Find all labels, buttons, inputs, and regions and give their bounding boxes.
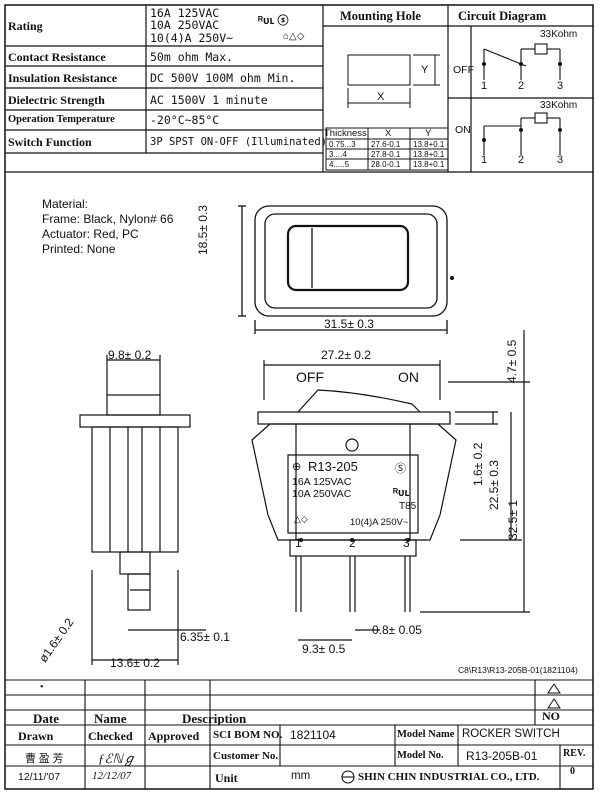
body-t85: T85 [399,501,417,512]
unit-value: mm [291,770,311,782]
thickness-row-1-y: 13.8+0.1 [413,140,445,149]
certification-marks-icon: ⌂△◇ [283,31,305,42]
drawn-name: 曹 盈 芳 [25,753,64,765]
contact-resistance-value: 50m ohm Max. [150,50,234,64]
thickness-x-header: X [385,128,392,139]
thickness-row-1-range: 0.75...3 [329,140,356,149]
mounting-hole-title: Mounting Hole [340,9,421,23]
thickness-row-2-range: 3....4 [329,150,347,159]
insulation-resistance-label: Insulation Resistance [8,71,118,85]
sci-bom-label: SCI BOM NO. [213,729,283,741]
body-rating-c: 10(4)A 250V~ [350,517,409,528]
circuit-diagram-title: Circuit Diagram [458,9,547,23]
ul-mark-icon: ᴿᴜʟ ⓢ [258,15,289,27]
body-s-mark-icon: Ⓢ [395,463,406,475]
body-ground-icon: ⊕ [292,461,302,473]
thickness-row-3-range: 4.....5 [329,160,350,169]
model-no-label: Model No. [397,750,444,761]
rev-label: REV. [563,748,586,759]
insulation-resistance-value: DC 500V 100M ohm Min. [150,71,296,85]
switch-function-label: Switch Function [8,135,92,149]
off-pin-3: 3 [557,80,564,92]
rev-value: 0 [570,766,575,777]
circuit-on-label: ON [455,124,471,136]
off-pin-1: 1 [481,80,488,92]
rating-line-2: 10A 250VAC [150,18,220,32]
drawn-label: Drawn [18,729,54,743]
dim-height-top: 18.5± 0.3 [196,205,210,255]
mounting-y-label: Y [421,64,429,76]
thickness-row-2-x: 27.8-0.1 [371,150,401,159]
dim-6-35: 6.35± 0.1 [180,630,230,644]
operation-temperature-value: -20°C~85°C [150,113,220,127]
on-pin-3: 3 [557,154,564,166]
material-actuator: Actuator: Red, PC [42,227,139,241]
resistor-label-on: 33Kohm [540,100,578,111]
switch-function-value: 3P SPST ON-OFF (Illuminated) [150,136,328,148]
on-pin-2: 2 [518,154,525,166]
rating-line-1: 16A 125VAC [150,6,220,20]
drawn-date: 12/11/'07 [18,771,61,783]
revision-marker-icon: • [40,682,44,693]
front-off-label: OFF [296,369,324,385]
body-ul-icon: ᴿᴜʟ [393,487,410,499]
thickness-row-3-y: 13.8+0.1 [413,160,445,169]
dim-32-5: 32.5± 1 [506,500,520,540]
body-rating-a: 16A 125VAC [292,476,352,488]
date-label: Date [33,711,59,726]
dim-0-8: 0.8± 0.05 [372,623,422,637]
model-name-label: Model Name [397,729,455,740]
off-pin-2: 2 [518,80,525,92]
body-pin-1: 1 [295,536,302,550]
dim-13-6: 13.6± 0.2 [110,656,160,670]
contact-resistance-label: Contact Resistance [8,50,106,64]
description-label: Description [182,711,247,726]
on-pin-1: 1 [481,154,488,166]
model-no-value: R13-205B-01 [466,749,538,763]
material-printed: Printed: None [42,242,116,256]
dim-side-width: 9.8± 0.2 [108,348,152,362]
dim-9-3: 9.3± 0.5 [302,642,346,656]
checked-signature: ƒℰℕℊ [98,751,136,766]
operation-temperature-label: Operation Temperature [8,114,115,125]
dielectric-strength-value: AC 1500V 1 minute [150,93,268,107]
unit-label: Unit [215,771,238,785]
dim-1-6: 1.6± 0.2 [471,442,485,486]
body-pin-2: 2 [349,536,356,550]
dim-22-5: 22.5± 0.3 [487,460,501,510]
model-name-value: ROCKER SWITCH [462,728,560,740]
drawing-reference: C8\R13\R13-205B-01(1821104) [458,665,578,675]
thickness-y-header: Y [425,128,432,139]
rating-label: Rating [8,19,43,33]
circuit-off-label: OFF [453,64,474,76]
dim-front-width: 27.2± 0.2 [321,348,371,362]
thickness-row-1-x: 27.6-0.1 [371,140,401,149]
company-name: SHIN CHIN INDUSTRIAL CO., LTD. [358,771,540,783]
resistor-label-off: 33Kohm [540,29,578,40]
sci-bom-value: 1821104 [290,728,336,742]
rating-line-3: 10(4)A 250V~ [150,31,234,45]
thickness-row-3-x: 28.0-0.1 [371,160,401,169]
approved-label: Approved [148,729,200,743]
no-label: NO [542,709,560,723]
dim-width-top: 31.5± 0.3 [324,317,374,331]
body-rating-b: 10A 250VAC [292,488,352,500]
mounting-x-label: X [377,91,385,103]
body-model-text: R13-205 [308,459,358,474]
name-label: Name [94,711,127,726]
front-on-label: ON [398,369,419,385]
dim-4-7: 4.7± 0.5 [505,339,519,383]
body-cert-icon: △◇ [294,514,308,524]
thickness-header: Thickness [324,128,367,139]
checked-label: Checked [88,729,133,743]
dielectric-strength-label: Dielectric Strength [8,93,105,107]
material-frame: Frame: Black, Nylon# 66 [42,212,174,226]
material-heading: Material: [42,197,89,211]
body-pin-3: 3 [403,536,410,550]
checked-date: 12/12/07 [92,770,132,782]
customer-no-label: Customer No. [213,750,279,762]
thickness-row-2-y: 13.8+0.1 [413,150,445,159]
